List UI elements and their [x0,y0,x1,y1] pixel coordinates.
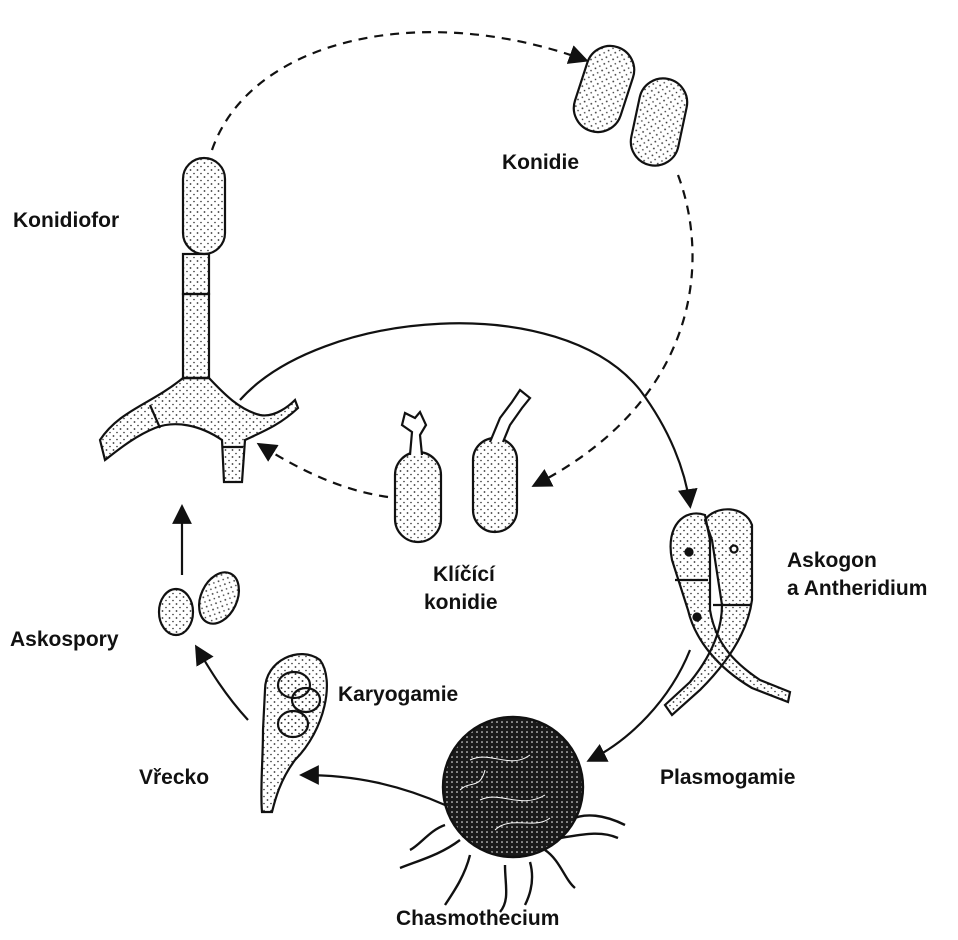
arrow-konidiofor-to-askogon [240,323,690,505]
label-konidie: Konidie [502,150,579,176]
label-konidiofor: Konidiofor [13,208,119,234]
label-askogon-line2: a Antheridium [787,576,927,602]
label-klicici-line1: Klíčící [433,562,495,588]
askospory-cells [159,566,247,635]
konidiofor-structure [100,158,298,482]
label-chasmothecium: Chasmothecium [396,906,559,932]
konidie-cells [568,40,692,170]
vrecko-ascus [261,654,327,812]
label-askospory: Askospory [10,627,119,653]
arrow-chasmothecium-to-vrecko [303,775,445,805]
label-vrecko: Vřecko [139,765,209,791]
arrow-vrecko-to-askospory [197,648,248,720]
arrow-klicici-to-konidiofor [260,445,388,497]
arrow-konidiofor-to-konidie [212,32,585,150]
label-askogon-line1: Askogon [787,548,877,574]
label-plasmogamie: Plasmogamie [660,765,795,791]
chasmothecium-body [400,717,625,912]
klicici-konidie-cells [395,390,530,542]
label-klicici-line2: konidie [424,590,498,616]
askogon-antheridium [665,509,790,715]
label-karyogamie: Karyogamie [338,682,458,708]
